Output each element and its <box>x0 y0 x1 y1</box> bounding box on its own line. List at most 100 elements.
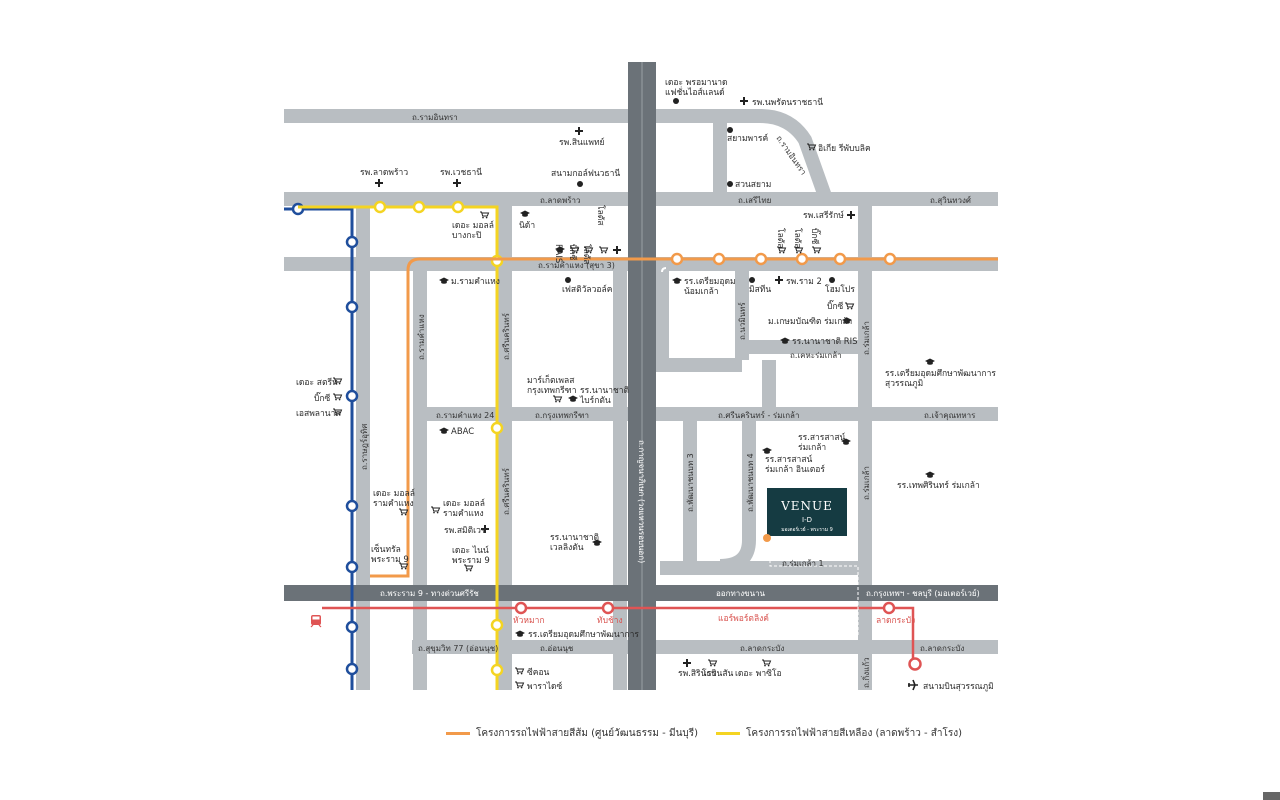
line-label: แอร์พอร์ตลิงค์ <box>718 613 769 624</box>
venue-mark: I-D <box>802 516 812 524</box>
place-label: อิเกีย รีพับบลิค <box>818 143 871 154</box>
school-icon <box>520 210 530 217</box>
road-label: ถ.อ่อนนุช <box>540 644 574 653</box>
place-label: นิด้า <box>519 220 535 231</box>
school-icon <box>672 277 682 284</box>
poi-dot-icon <box>673 98 679 104</box>
place-label: ABAC <box>451 427 474 437</box>
place-label: รร.สารสาสน์ร่มเกล้า อินเตอร์ <box>765 454 825 475</box>
place-label: มาร์เก็ตเพลสกรุงเทพกรีฑา <box>527 374 577 396</box>
yellow-line <box>298 200 504 690</box>
hospital-icon <box>775 276 783 284</box>
road-label: ถ.สุวินทวงศ์ <box>930 195 971 205</box>
school-icon <box>439 427 449 434</box>
place-label: บิ๊กซี <box>314 391 331 404</box>
place-label: RAIS <box>553 244 563 263</box>
place-label: โลตัส <box>775 228 786 249</box>
place-label: พาราไดซ์ <box>527 681 563 692</box>
place-label: เดอะ มอลล์รามคำแหง <box>373 488 415 509</box>
station-label: หัวหมาก <box>513 616 545 626</box>
place-label: ม.เกษมบัณฑิต ร่มเกล้า <box>768 316 852 327</box>
train-icon <box>310 615 322 628</box>
road-label: ถ.รามคำแหง 24 <box>436 411 494 420</box>
road-label: ถ.รามอินทรา <box>412 113 458 122</box>
place-label: เซ็นทรัลพระราม 9 <box>371 543 409 565</box>
school-icon <box>568 395 578 402</box>
road-label: ถ.ลาดกระบัง <box>740 644 784 653</box>
hospital-icon <box>740 97 748 105</box>
place-label: บิ๊กซี <box>809 228 822 245</box>
place-label: ซีคอน <box>527 667 550 678</box>
shopping-cart-icon <box>844 302 854 310</box>
road-label: ถ.กาญจนาภิเษก (วงแหวนรอบนอก) <box>637 440 646 563</box>
place-label: โรบินสัน <box>702 668 734 679</box>
place-label: รพ.ลาดพร้าว <box>360 167 408 178</box>
place-label: รพ.ราม 2 <box>786 277 822 287</box>
place-label: รพ.สิรินธร <box>678 669 717 679</box>
hospital-icon <box>575 127 583 135</box>
road-label: ถ.กรุงเทพกรีฑา <box>535 411 589 420</box>
place-label: บิ๊กซี <box>827 299 844 312</box>
place-label: เดอะ มอลล์รามคำแหง <box>443 498 485 519</box>
station-label: ลาดกระบัง <box>876 616 915 626</box>
place-label: สนามบินสุวรรณภูมิ <box>923 682 994 692</box>
poi-dot-icon <box>577 181 583 187</box>
road-label: ถ.ศรีนครินทร์ - ร่มเกล้า <box>718 410 799 420</box>
hospital-icon <box>375 179 383 187</box>
place-label: รร.เตรียมอุดมน้อมเกล้า <box>684 276 736 297</box>
place-label: สวนสยาม <box>735 180 771 190</box>
shopping-cart-icon <box>514 667 524 675</box>
school-icon <box>925 358 935 365</box>
poi-dot-icon <box>749 277 755 283</box>
hospital-icon <box>613 246 621 254</box>
place-label: รร.นานาชาติเวลลิงตัน <box>550 533 599 553</box>
place-label: โลตัส <box>595 205 606 226</box>
shopping-cart-icon <box>793 246 803 254</box>
shopping-cart-icon <box>479 211 489 219</box>
place-label: รร.นานาชาติไบร์กตัน <box>579 386 629 406</box>
road-label: ถ.เสรีไทย <box>738 196 771 205</box>
road-label: ถ.เจ้าคุณทหาร <box>924 411 976 420</box>
road-label: ถ.ราษฎร์อุทิศ <box>359 424 369 470</box>
shopping-cart-icon <box>514 681 524 689</box>
road-label: ถ.รามคำแหง <box>417 314 426 360</box>
dashed-route <box>769 540 859 635</box>
hospital-icon <box>847 211 855 219</box>
road-label: ถ.นวมินทร์ <box>737 302 747 340</box>
place-label: ม.รามคำแหง <box>451 277 500 287</box>
road-label: ถ.ศรีนครินทร์ <box>501 467 511 515</box>
place-label: สนามกอล์ฟนวธานี <box>551 168 620 179</box>
shopping-cart-icon <box>398 508 408 516</box>
place-label: รร.เตรียมอุดมศึกษาพัฒนาการ <box>528 629 639 640</box>
road-label: ถ.ลาดกระบัง <box>920 644 964 653</box>
shopping-cart-icon <box>811 246 821 254</box>
venue-title: VENUE <box>780 499 833 513</box>
road-label: ถ.พัฒนาชนบท 3 <box>686 453 695 512</box>
legend: โครงการรถไฟฟ้าสายสีส้ม (ศูนย์วัฒนธรรม - … <box>446 726 962 740</box>
place-label: มิสทีน <box>749 284 771 295</box>
venue-pin-icon <box>763 534 771 542</box>
place-label: โลตัส <box>792 228 803 249</box>
place-label: เดอะ ไนน์พระราม 9 <box>452 545 490 566</box>
shopping-cart-icon <box>761 659 771 667</box>
school-icon <box>515 630 525 637</box>
place-label: เดอะ พรอมานาดแฟชั่นไอส์แลนด์ <box>665 78 728 98</box>
airplane-icon <box>908 679 918 691</box>
red-line <box>322 601 922 671</box>
place-label: เดอะ พาซิโอ <box>735 668 782 679</box>
orange-line <box>370 252 998 578</box>
road-label: ถ.ศรีนครินทร์ <box>501 312 511 360</box>
road-label: ถ.เคหะร่มเกล้า <box>790 351 842 360</box>
yellow-line-swatch <box>716 731 741 735</box>
poi-dot-icon <box>727 127 733 133</box>
road-label: ถ.ร่มเกล้า <box>862 466 871 500</box>
venue-marker[interactable]: VENUE I-D มอเตอร์เวย์ - พระราม 9 <box>763 488 847 542</box>
roads <box>284 109 998 690</box>
place-label: รพ.เสรีรักษ์ <box>803 210 844 221</box>
place-label: โฮมโปร <box>825 284 855 295</box>
place-label: รร.เทพศิรินทร์ ร่มเกล้า <box>897 480 980 491</box>
place-label: รพ.สมิติเวช <box>444 526 487 536</box>
corner-mark <box>1263 792 1280 800</box>
school-icon <box>439 277 449 284</box>
